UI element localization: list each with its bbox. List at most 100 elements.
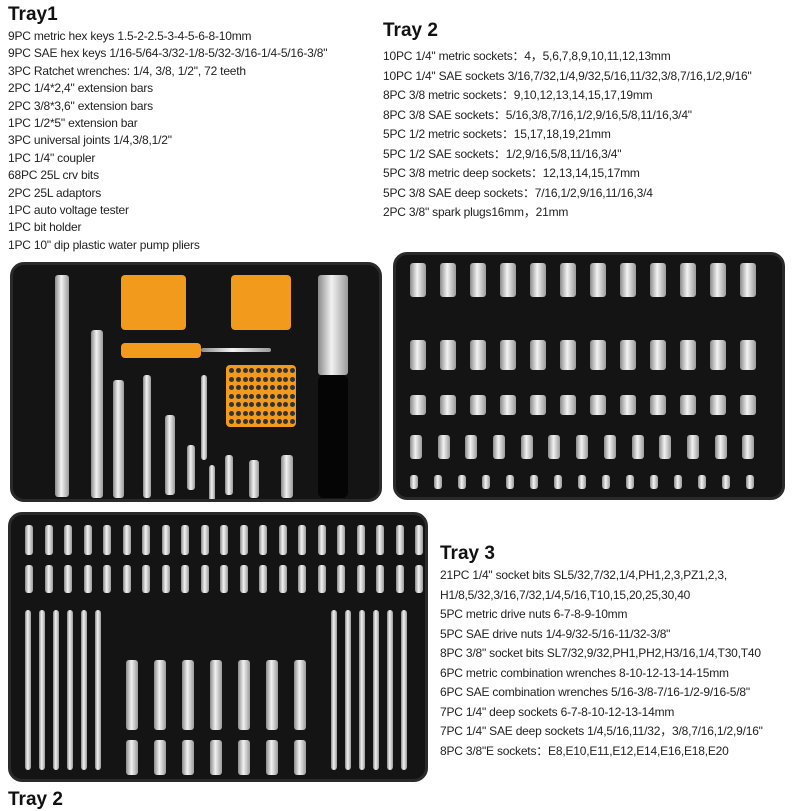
socket [530,395,546,415]
deep-socket [126,660,138,730]
socket [470,340,486,370]
combination-wrench [53,610,59,770]
socket-bit [64,525,72,555]
bit [229,368,234,373]
socket [620,395,636,415]
tray2-image [393,252,785,500]
socket [659,435,672,459]
extension-bar [249,460,259,498]
combination-wrench [81,610,87,770]
extension-bar [201,375,207,460]
tray3-title: Tray 3 [440,543,495,564]
socket [740,340,756,370]
bit [249,368,255,373]
bit [269,385,275,390]
socket [560,263,576,297]
bit [242,410,248,416]
deep-socket [294,740,306,775]
socket-bit [161,525,170,555]
socket-bit [142,525,150,555]
socket-bit [317,565,326,593]
screwdriver-handle [121,343,201,358]
bit [235,385,241,390]
deep-socket [266,660,278,730]
socket-bit [161,565,170,593]
screwdriver-shaft [201,348,271,352]
deep-socket [266,740,278,775]
socket [437,435,450,459]
socket-bit [103,565,111,593]
bit [242,419,248,424]
socket [740,395,756,415]
bit [235,402,241,407]
socket [470,395,486,415]
socket [686,435,699,459]
socket-bit [356,525,365,555]
socket-bit [415,565,423,593]
list-item: 21PC 1/4" socket bits SL5/32,7/32,1/4,PH… [440,568,727,582]
combination-wrench [359,610,365,770]
socket [440,395,456,415]
bit [263,402,268,407]
next-tray-title: Tray 2 [8,789,63,810]
bit [269,393,275,399]
deep-socket [182,660,194,730]
list-item: 5PC 1/2 metric sockets：15,17,18,19,21mm [383,127,611,141]
bit [256,376,262,382]
socket-bit [181,565,189,593]
socket [626,475,634,489]
deep-socket [154,660,166,730]
socket [620,263,636,297]
water-pump-pliers [318,275,348,375]
socket [650,475,658,489]
tray3-image [8,512,428,782]
bit [242,376,248,382]
bit [263,410,268,416]
combination-wrench [39,610,45,770]
bit [242,385,248,390]
bit [256,419,262,424]
socket-bit [200,565,209,593]
bit [290,376,296,382]
bit [269,368,275,373]
socket [560,340,576,370]
socket [650,395,666,415]
socket [674,475,682,489]
bit [229,402,234,407]
socket [650,340,666,370]
socket-bit [220,565,228,593]
socket [714,435,727,459]
socket [590,263,606,297]
bit [290,368,296,373]
tray1-list: 9PC metric hex keys 1.5-2-2.5-3-4-5-6-8-… [8,28,328,254]
socket [698,475,706,489]
socket-bit [298,525,306,555]
bit [263,376,268,382]
socket [578,475,586,489]
socket [590,340,606,370]
socket [500,263,516,297]
combination-wrench [401,610,407,770]
extension-bar [225,455,233,495]
ratchet-wrench [91,330,103,498]
list-item: H1/8,5/32,3/16,7/32,1/4,5/16,T10,15,20,2… [440,587,691,602]
socket-bit [278,525,287,555]
bit [283,393,289,399]
bit [269,410,275,416]
bit [283,385,289,390]
list-item: 5PC 3/8 metric deep sockets：12,13,14,15,… [383,166,640,180]
combination-wrench [95,610,101,770]
list-item: 6PC SAE combination wrenches 5/16-3/8-7/… [440,685,750,699]
bit [276,393,282,399]
bit [290,385,296,390]
socket-bit [64,565,72,593]
bit [242,368,248,373]
socket-bit [415,525,423,555]
list-item: 2PC 3/8*3,6" extension bars [8,98,153,113]
bit [242,402,248,407]
bit [256,393,262,399]
deep-socket [182,740,194,775]
bit [263,368,268,373]
list-item: 68PC 25L crv bits [8,168,99,183]
bit [249,419,255,424]
